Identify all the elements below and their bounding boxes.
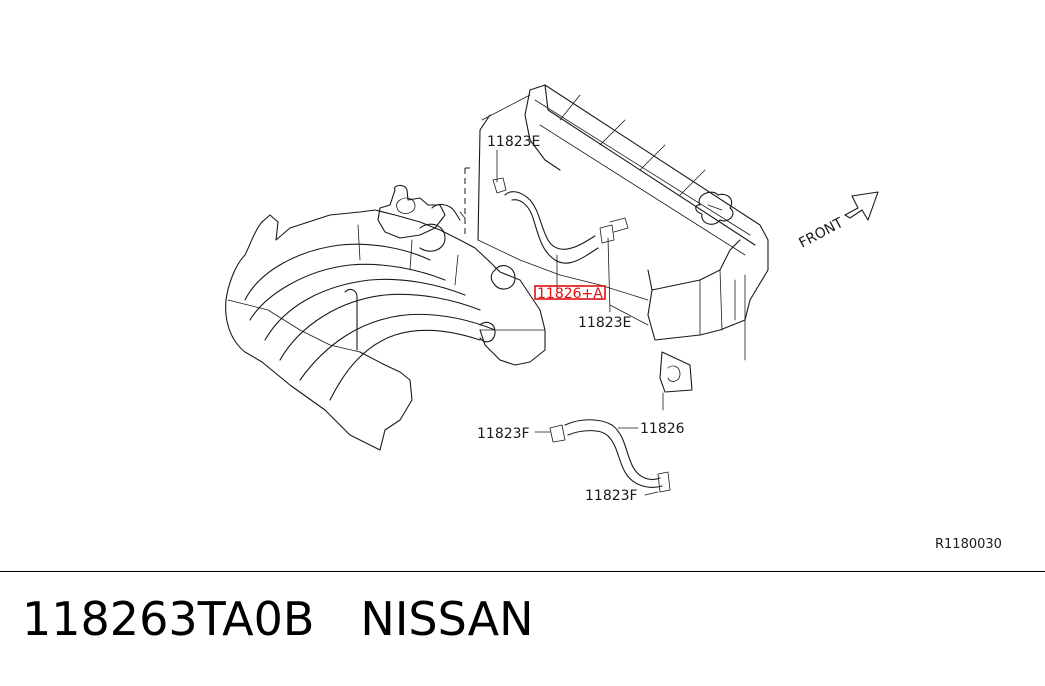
leader-lines xyxy=(496,149,664,496)
label-clamp-e-top: 11823E xyxy=(487,134,540,150)
front-arrow-icon xyxy=(844,191,879,221)
part-number: 118263TA0B xyxy=(22,592,315,646)
diagram-ref-code: R1180030 xyxy=(935,537,1002,552)
label-hose-highlight[interactable]: 11826+A xyxy=(537,286,603,302)
intake-manifold-drawing xyxy=(225,184,546,451)
label-clamp-e-mid: 11823E xyxy=(578,315,631,331)
upper-hose-drawing xyxy=(492,177,629,264)
label-clamp-f-left: 11823F xyxy=(477,426,530,442)
label-front: FRONT xyxy=(796,215,846,252)
highlight-box xyxy=(534,285,606,300)
lower-hose-drawing xyxy=(549,351,693,493)
label-clamp-f-bottom: 11823F xyxy=(585,488,638,504)
footer-divider xyxy=(0,571,1045,572)
engine-block-drawing xyxy=(464,84,769,361)
parts-diagram: 11823E 11826+A 11823E 11823F 11826 11823… xyxy=(225,84,1002,552)
label-hose-lower: 11826 xyxy=(640,421,685,437)
brand-name: NISSAN xyxy=(360,592,534,646)
